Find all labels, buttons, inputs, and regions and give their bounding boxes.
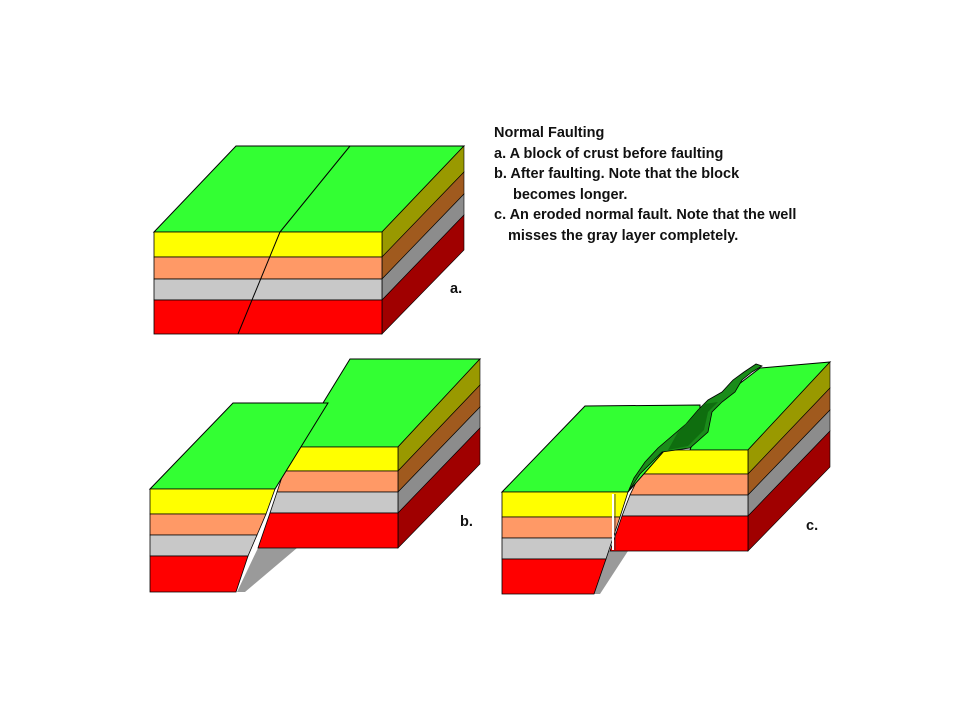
caption-line-a: a. A block of crust before faulting bbox=[494, 145, 724, 162]
block-b-left-gray-layer bbox=[149, 534, 258, 557]
block-b-right-yellow-layer bbox=[283, 446, 399, 472]
block-b-left-yellow-layer bbox=[149, 488, 276, 515]
block-c-left-red-layer bbox=[501, 558, 607, 595]
caption-title: Normal Faulting bbox=[494, 125, 605, 141]
block-c-right-red-layer bbox=[609, 515, 749, 552]
panel-label-c: c. bbox=[806, 518, 819, 534]
block-c-left-gray-layer bbox=[501, 537, 614, 560]
block-a-fault-line-front bbox=[237, 231, 281, 335]
block-a bbox=[152, 145, 466, 335]
block-b bbox=[148, 358, 482, 593]
block-c-right-orange-layer bbox=[629, 473, 749, 496]
block-c bbox=[500, 361, 832, 595]
block-a-gray-layer bbox=[153, 278, 383, 301]
caption: Normal Faulting a. A block of crust befo… bbox=[494, 123, 914, 246]
block-a-fault-line-top bbox=[279, 145, 351, 233]
panel-label-a: a. bbox=[450, 281, 463, 297]
panel-label-b: b. bbox=[460, 514, 473, 530]
block-c-left-yellow-layer bbox=[501, 491, 629, 518]
block-b-right-red-layer bbox=[257, 512, 399, 549]
block-c-eroded-scarp-shade bbox=[668, 402, 718, 450]
caption-line-c2: misses the gray layer completely. bbox=[508, 227, 739, 244]
block-b-right-gray-layer bbox=[269, 491, 399, 514]
caption-line-c1: c. An eroded normal fault. Note that the… bbox=[494, 207, 797, 223]
block-b-left-orange-layer bbox=[149, 513, 267, 536]
block-a-yellow-layer bbox=[153, 231, 383, 258]
block-b-right-orange-layer bbox=[276, 470, 399, 493]
block-b-left-red-layer bbox=[149, 555, 249, 593]
block-c-left-orange-layer bbox=[501, 516, 621, 539]
block-c-fault-plane-shadow bbox=[592, 551, 628, 594]
block-c-right-gray-layer bbox=[621, 494, 749, 517]
block-a-red-layer bbox=[153, 299, 383, 335]
block-b-fault-plane-shadow bbox=[237, 548, 297, 592]
caption-line-b1: b. After faulting. Note that the block bbox=[494, 166, 740, 182]
caption-line-b2: becomes longer. bbox=[513, 186, 628, 203]
